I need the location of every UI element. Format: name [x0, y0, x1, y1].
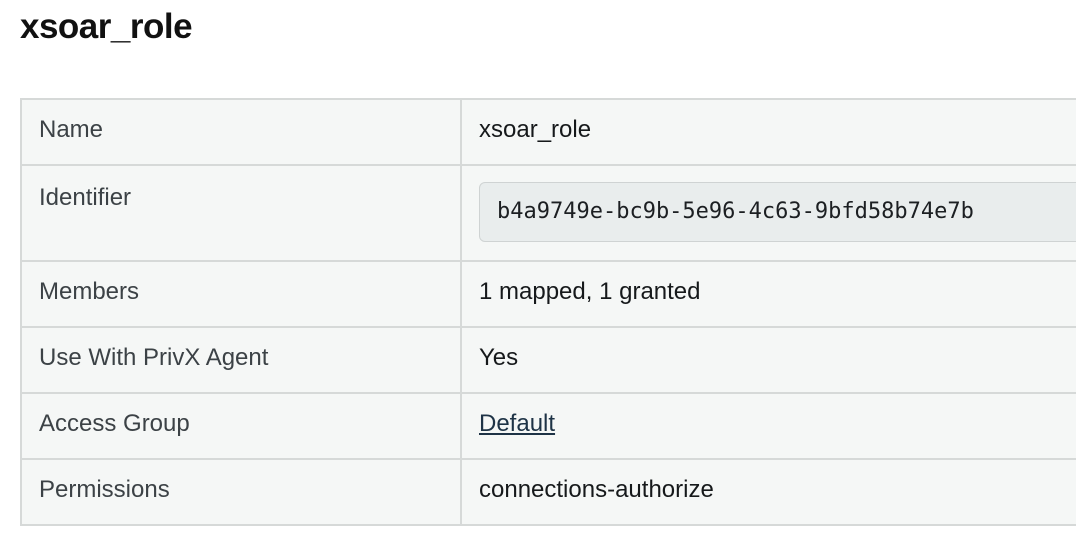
table-row-agent: Use With PrivX Agent Yes: [20, 326, 1076, 394]
name-label: Name: [20, 98, 462, 166]
access-group-link[interactable]: Default: [479, 410, 556, 437]
identifier-cell: b4a9749e-bc9b-5e96-4c63-9bfd58b74e7b: [460, 164, 1076, 262]
identifier-value[interactable]: b4a9749e-bc9b-5e96-4c63-9bfd58b74e7b: [479, 182, 1076, 242]
page-title: xsoar_role: [20, 7, 193, 46]
table-row-identifier: Identifier b4a9749e-bc9b-5e96-4c63-9bfd5…: [20, 164, 1076, 262]
access-group-label: Access Group: [20, 392, 462, 460]
table-row-permissions: Permissions connections-authorize: [20, 458, 1076, 526]
agent-value: Yes: [460, 326, 1076, 394]
agent-label: Use With PrivX Agent: [20, 326, 462, 394]
members-value: 1 mapped, 1 granted: [460, 260, 1076, 328]
members-label: Members: [20, 260, 462, 328]
table-row-access-group: Access Group Default: [20, 392, 1076, 460]
permissions-label: Permissions: [20, 458, 462, 526]
role-details-table: Name xsoar_role Identifier b4a9749e-bc9b…: [20, 98, 1076, 526]
name-value: xsoar_role: [460, 98, 1076, 166]
access-group-cell: Default: [460, 392, 1076, 460]
table-row-name: Name xsoar_role: [20, 98, 1076, 166]
identifier-label: Identifier: [20, 164, 462, 262]
table-row-members: Members 1 mapped, 1 granted: [20, 260, 1076, 328]
permissions-value: connections-authorize: [460, 458, 1076, 526]
